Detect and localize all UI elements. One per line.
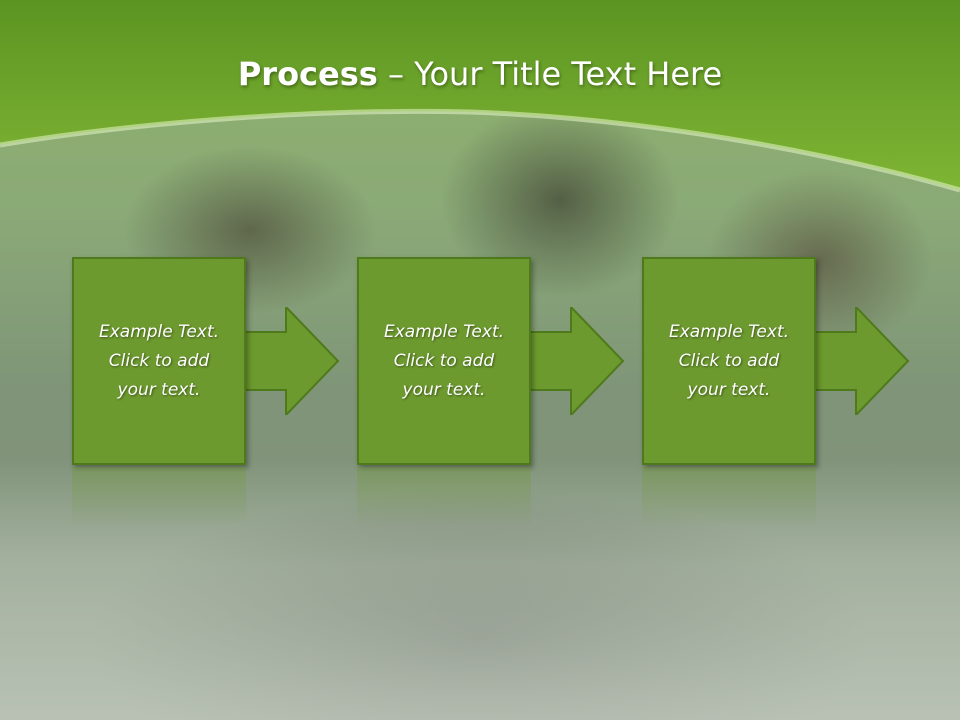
arrow-right-icon (812, 307, 910, 415)
step-reflection (72, 467, 246, 527)
header-band (0, 0, 960, 193)
step-text: Example Text. Click to add your text. (383, 321, 505, 400)
process-step-1: Example Text. Click to add your text. (72, 257, 342, 467)
process-step-2: Example Text. Click to add your text. (357, 257, 627, 467)
step-box[interactable]: Example Text. Click to add your text. (642, 257, 816, 465)
step-box[interactable]: Example Text. Click to add your text. (357, 257, 531, 465)
arrow-right-icon (527, 307, 625, 415)
background-fade (0, 460, 960, 720)
step-reflection (357, 467, 531, 527)
title-rest: – Your Title Text Here (377, 55, 723, 93)
step-box[interactable]: Example Text. Click to add your text. (72, 257, 246, 465)
step-text: Example Text. Click to add your text. (98, 321, 220, 400)
slide-title[interactable]: Process – Your Title Text Here (0, 55, 960, 93)
step-reflection (642, 467, 816, 527)
title-bold: Process (237, 55, 378, 93)
process-step-3: Example Text. Click to add your text. (642, 257, 912, 467)
arrow-right-icon (242, 307, 340, 415)
step-text: Example Text. Click to add your text. (668, 321, 790, 400)
